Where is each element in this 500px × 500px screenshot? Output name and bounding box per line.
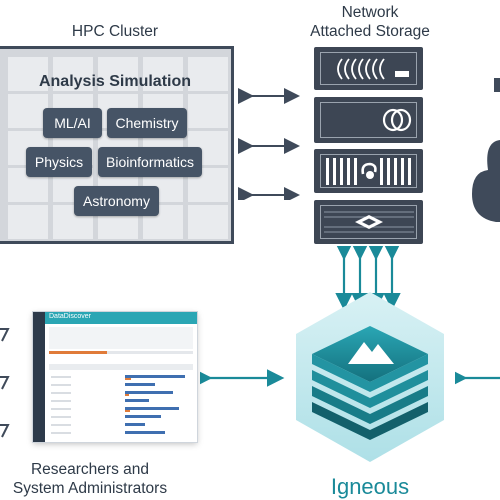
- cluster-grid-cell: [188, 94, 228, 128]
- cluster-grid-cell: [8, 57, 48, 91]
- analysis-simulation-title: Analysis Simulation: [38, 73, 192, 90]
- nas-unit-2: [314, 97, 423, 143]
- nas-title: Network Attached Storage: [290, 3, 450, 41]
- nas-title-line2: Attached Storage: [310, 23, 430, 40]
- dashboard-igneous-arrow: [200, 369, 285, 387]
- hpc-cluster-panel: Analysis Simulation ML/AI Chemistry Phys…: [0, 46, 234, 244]
- linked-rings-icon: [382, 108, 412, 132]
- researchers-line1: Researchers and: [30, 461, 150, 478]
- hpc-cluster-title: HPC Cluster: [71, 23, 159, 40]
- ml-ai-node: ML/AI: [43, 108, 102, 138]
- nas-unit-3: [314, 149, 423, 193]
- dashboard-table-header: [49, 364, 193, 370]
- vent-slots: [326, 158, 411, 185]
- researchers-line2: System Administrators: [12, 480, 168, 497]
- cloud-label-fragment: [494, 78, 500, 92]
- cluster-grid-cell: [8, 205, 48, 239]
- dashboard-app-name: DataDiscover: [49, 313, 92, 320]
- grille-icon: [324, 211, 414, 233]
- drive-arc-icon: [337, 58, 409, 80]
- dashboard-header: [45, 312, 197, 324]
- dashboard-table-bars: [51, 375, 185, 434]
- dashboard-stats: [49, 327, 193, 349]
- hpc-nas-arrows: [238, 88, 300, 200]
- researchers-label: Researchers and System Administrators: [0, 460, 180, 498]
- bioinformatics-node: Bioinformatics: [98, 147, 202, 177]
- igneous-logo-icon: [296, 292, 444, 462]
- nas-unit-1: [314, 47, 423, 90]
- dashboard-sidebar: [33, 312, 45, 442]
- nas-igneous-arrows: [335, 246, 401, 311]
- dashboard-progress: [49, 351, 193, 354]
- igneous-label: Igneous: [330, 474, 410, 499]
- cluster-grid-cell: [53, 57, 93, 91]
- cloud-icon: [472, 140, 500, 222]
- cluster-grid-cell: [8, 94, 48, 128]
- cluster-grid-cell: [143, 57, 183, 91]
- nas-title-line1: Network: [341, 4, 399, 21]
- datadiscover-dashboard: DataDiscover: [33, 312, 197, 442]
- astronomy-node: Astronomy: [74, 186, 159, 216]
- cluster-grid-cell: [188, 205, 228, 239]
- igneous-cloud-arrow: [455, 369, 500, 387]
- chemistry-node: Chemistry: [107, 108, 187, 138]
- physics-node: Physics: [26, 147, 92, 177]
- swirl-logo-icon: [361, 162, 377, 179]
- user-icons: [0, 328, 10, 438]
- cluster-grid-cell: [98, 57, 138, 91]
- nas-unit-4: [314, 200, 423, 244]
- cluster-grid-cell: [188, 57, 228, 91]
